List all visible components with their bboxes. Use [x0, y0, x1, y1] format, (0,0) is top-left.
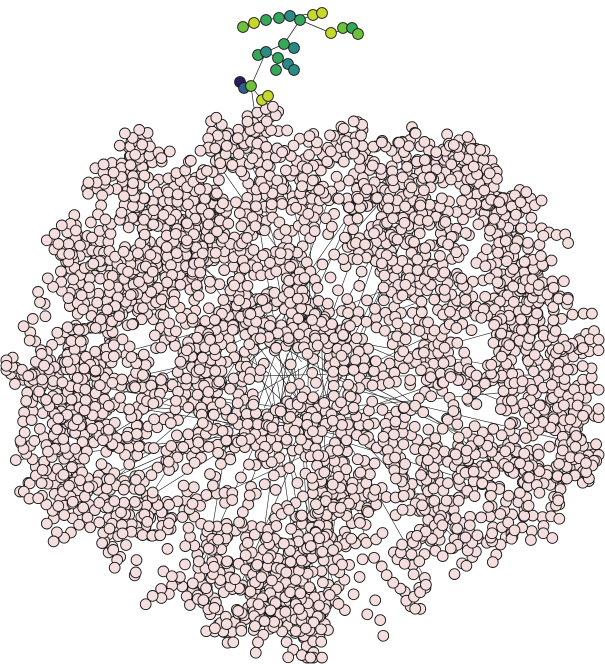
network-node — [468, 490, 481, 502]
network-node — [311, 282, 324, 294]
network-node — [445, 173, 457, 186]
network-node — [120, 539, 132, 551]
network-node — [397, 438, 410, 451]
network-node — [566, 308, 579, 321]
network-node — [379, 324, 391, 337]
network-node — [586, 307, 598, 320]
network-node — [576, 360, 589, 372]
network-node — [55, 219, 68, 232]
network-node — [62, 238, 75, 250]
network-node — [91, 296, 104, 309]
network-node — [243, 338, 256, 351]
network-node — [451, 522, 464, 535]
network-node — [284, 381, 297, 394]
network-node — [200, 489, 213, 501]
network-node — [415, 306, 428, 319]
network-node — [213, 174, 225, 186]
network-node — [182, 401, 195, 414]
network-node — [592, 333, 605, 346]
network-node — [116, 373, 128, 386]
network-node — [182, 428, 195, 441]
network-node — [376, 404, 389, 416]
network-node — [474, 143, 487, 156]
network-node — [86, 231, 98, 244]
network-node — [461, 131, 474, 143]
network-node — [66, 461, 78, 474]
network-node — [151, 461, 164, 474]
network-node — [592, 344, 605, 357]
network-node — [368, 457, 381, 470]
network-node — [397, 489, 410, 502]
network-node — [397, 362, 410, 375]
network-node — [337, 155, 350, 168]
network-node — [215, 458, 227, 470]
network-node — [132, 440, 145, 453]
network-node — [337, 122, 350, 135]
network-node — [525, 211, 538, 224]
network-node — [248, 528, 261, 541]
network-node — [592, 383, 605, 396]
network-node — [123, 458, 136, 471]
network-node — [415, 295, 428, 308]
network-node — [377, 294, 390, 307]
network-node — [51, 423, 63, 436]
network-node — [428, 494, 441, 507]
network-node — [562, 237, 574, 249]
network-node — [297, 490, 309, 503]
nodes-layer — [0, 100, 605, 664]
network-node — [106, 376, 119, 389]
network-node — [303, 149, 315, 161]
network-node — [590, 438, 602, 451]
network-node — [449, 512, 462, 525]
network-node — [327, 380, 340, 392]
network-node — [47, 280, 59, 293]
network-node — [209, 622, 221, 635]
network-node — [23, 477, 36, 490]
network-node — [341, 293, 354, 305]
network-node — [408, 420, 421, 433]
network-node — [369, 302, 381, 315]
network-node — [104, 227, 117, 240]
network-node — [401, 161, 414, 173]
network-node — [139, 359, 152, 371]
network-node — [28, 435, 41, 447]
network-node — [360, 315, 373, 328]
network-node — [40, 517, 53, 530]
network-node — [475, 511, 488, 524]
network-node — [145, 469, 158, 481]
network-node — [34, 423, 46, 435]
network-node — [436, 550, 449, 562]
network-node — [419, 154, 431, 166]
network-node — [227, 372, 240, 385]
network-node — [116, 333, 129, 346]
highlight-edge — [250, 51, 267, 87]
